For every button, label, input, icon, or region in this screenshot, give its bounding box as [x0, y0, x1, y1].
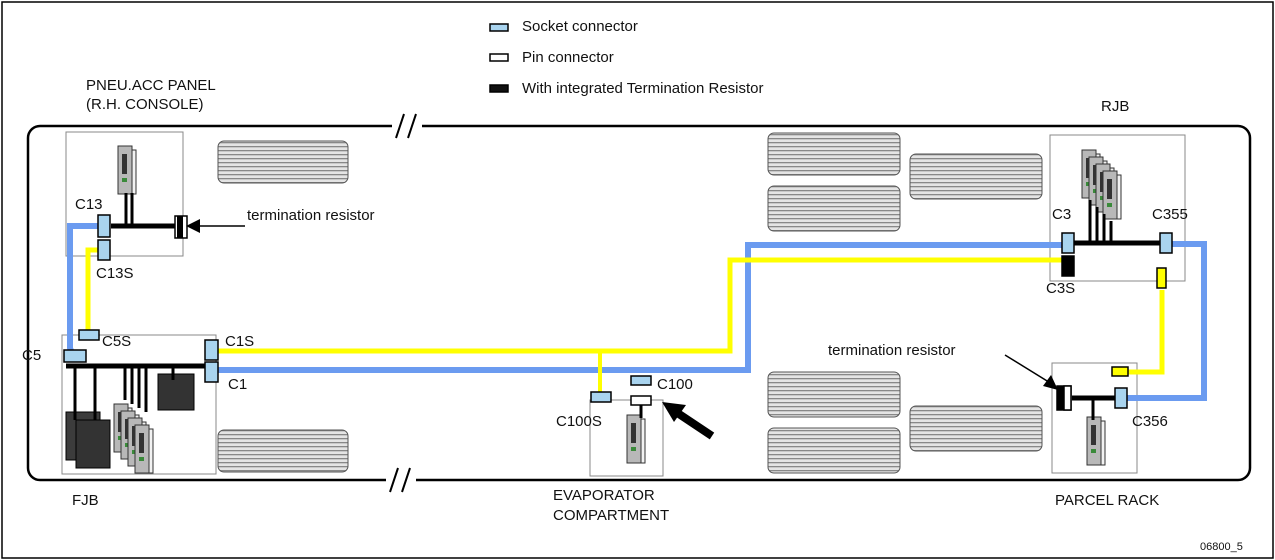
label-evaporator: EVAPORATOR: [553, 487, 655, 504]
connector-c1: [204, 361, 219, 383]
connector-c355-s: [1156, 267, 1167, 289]
parcel-module: [1086, 416, 1106, 466]
seat: [909, 405, 1043, 452]
arrow-termination-bottom: [1004, 354, 1058, 390]
evaporator-module: [626, 414, 646, 464]
label-c3: C3: [1052, 206, 1071, 223]
label-pneu-panel: PNEU.ACC PANEL: [86, 77, 216, 94]
arrow-termination-top: [186, 219, 245, 233]
label-c3s: C3S: [1046, 280, 1075, 297]
legend-pin-label: Pin connector: [522, 49, 614, 66]
connector-c100s: [590, 391, 612, 403]
figure-id: 06800_5: [1200, 541, 1243, 553]
label-c1: C1: [228, 376, 247, 393]
connector-c356-s: [1111, 366, 1129, 377]
bus-outline: [26, 124, 1252, 482]
label-c100s: C100S: [556, 413, 602, 430]
label-c13: C13: [75, 196, 103, 213]
label-c13s: C13S: [96, 265, 134, 282]
legend-socket-swatch: [489, 23, 509, 32]
connector-c100: [630, 375, 652, 386]
fjb-modules: [65, 373, 195, 474]
break-mark-top: [392, 113, 422, 139]
connector-c3s: [1061, 255, 1075, 277]
seat: [767, 185, 901, 232]
legend: Socket connector Pin connector With inte…: [489, 18, 764, 97]
connector-c13: [97, 214, 111, 238]
yellow-wire: [218, 257, 1062, 354]
connector-c355: [1159, 232, 1173, 254]
label-c356: C356: [1132, 413, 1168, 430]
seat: [217, 429, 349, 473]
label-fjb: FJB: [72, 492, 99, 509]
connector-c5s: [78, 329, 100, 341]
label-rh-console: (R.H. CONSOLE): [86, 96, 204, 113]
label-compartment: COMPARTMENT: [553, 507, 669, 524]
connector-c13s: [97, 239, 111, 261]
connector-c1s: [204, 339, 219, 361]
connectors: [63, 214, 1173, 411]
connector-c5: [63, 349, 87, 363]
label-c1s: C1S: [225, 333, 254, 350]
seat-row: [217, 132, 1043, 474]
seat: [767, 427, 901, 474]
legend-pin-swatch: [489, 53, 509, 62]
yellow-wire: [85, 247, 103, 330]
label-c100: C100: [657, 376, 693, 393]
label-parcel-rack: PARCEL RACK: [1055, 492, 1159, 509]
label-termination-bottom: termination resistor: [828, 342, 956, 359]
yellow-wire: [1127, 290, 1165, 375]
connector-c100-pin: [630, 395, 652, 406]
label-rjb: RJB: [1101, 98, 1129, 115]
blue-wire: [1126, 241, 1207, 401]
pneu-module: [117, 145, 137, 195]
blue-wire: [218, 242, 1066, 373]
label-c355: C355: [1152, 206, 1188, 223]
legend-socket-label: Socket connector: [522, 18, 638, 35]
break-mark-bottom: [386, 467, 416, 493]
connector-c3: [1061, 232, 1075, 254]
legend-resistor-label: With integrated Termination Resistor: [522, 80, 764, 97]
connector-c356: [1114, 387, 1128, 409]
legend-resistor-swatch: [489, 84, 509, 93]
seat: [767, 371, 901, 418]
arrow-evaporator: [662, 402, 715, 440]
seat: [909, 153, 1043, 200]
label-termination-top: termination resistor: [247, 207, 375, 224]
seat: [767, 132, 901, 176]
label-c5: C5: [22, 347, 41, 364]
label-c5s: C5S: [102, 333, 131, 350]
harness: [66, 193, 1160, 420]
seat: [217, 140, 349, 184]
